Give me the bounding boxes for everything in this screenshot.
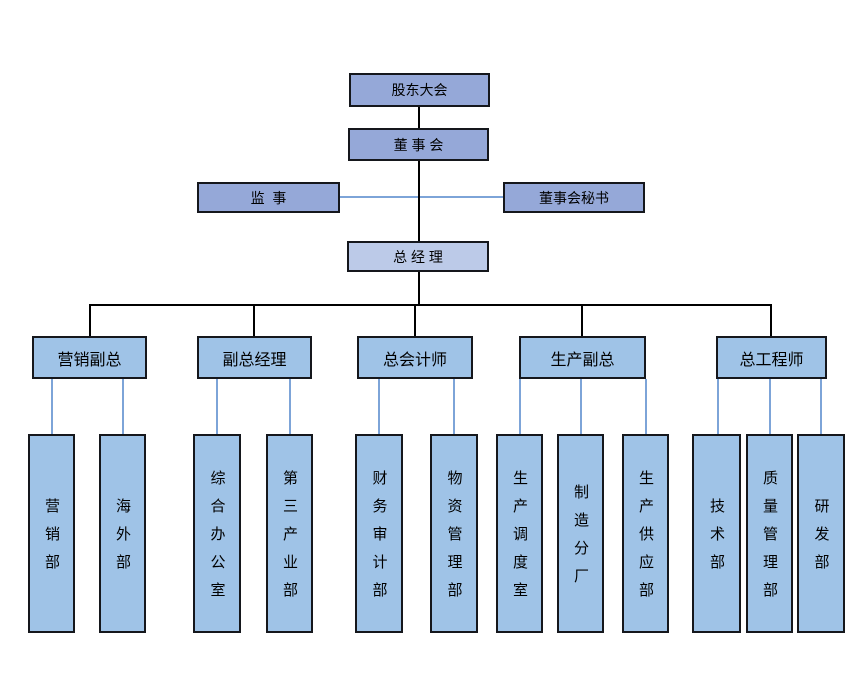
org-node-marketing-vp: 营销副总 <box>32 336 147 379</box>
connector-mgr-dept <box>769 379 771 434</box>
connector-mgr-dept <box>580 379 582 434</box>
org-node-tertiary-industry-dept: 第三产业部 <box>266 434 313 633</box>
node-label: 总会计师 <box>382 351 447 369</box>
org-node-general-manager: 总 经 理 <box>347 241 489 272</box>
connector-shareholders-board <box>418 107 420 128</box>
org-node-general-office: 综合办公室 <box>193 434 241 633</box>
node-label: 副总经理 <box>222 351 287 369</box>
org-node-manufacturing-branch: 制造分厂 <box>557 434 604 633</box>
connector-mgr-dept <box>717 379 719 434</box>
node-label: 董事会秘书 <box>539 189 609 206</box>
node-label: 制造分厂 <box>572 484 589 596</box>
node-label: 研发部 <box>812 498 830 582</box>
connector-bus-manager <box>414 305 416 336</box>
connector-mgr-dept <box>51 379 53 434</box>
org-node-deputy-general-manager: 副总经理 <box>197 336 312 379</box>
connector-mgr-dept <box>820 379 822 434</box>
org-node-finance-audit-dept: 财务审计部 <box>355 434 403 633</box>
org-node-rnd-dept: 研发部 <box>797 434 845 633</box>
connector-mgr-dept <box>519 379 521 434</box>
node-label: 生产副总 <box>550 351 615 369</box>
node-label: 股东大会 <box>391 82 448 98</box>
node-label: 总工程师 <box>739 351 804 369</box>
node-label: 质量管理部 <box>761 470 778 610</box>
org-node-production-vp: 生产副总 <box>519 336 646 379</box>
connector-mgr-dept <box>378 379 380 434</box>
node-label: 生产调度室 <box>511 470 528 610</box>
org-node-quality-management-dept: 质量管理部 <box>746 434 793 633</box>
connector-bus-manager <box>89 305 91 336</box>
org-node-board-secretary: 董事会秘书 <box>503 182 645 213</box>
node-label: 营销部 <box>43 498 60 582</box>
org-node-chief-engineer: 总工程师 <box>716 336 827 379</box>
connector-bus-manager <box>581 305 583 336</box>
node-label: 海外部 <box>114 498 131 582</box>
connector-gm-trunk <box>418 272 420 306</box>
node-label: 生产供应部 <box>637 470 654 610</box>
node-label: 董 事 会 <box>393 136 444 153</box>
node-label: 监 事 <box>250 189 287 206</box>
org-node-overseas-dept: 海外部 <box>99 434 146 633</box>
node-label: 技术部 <box>708 498 725 582</box>
org-node-technology-dept: 技术部 <box>692 434 741 633</box>
node-label: 第三产业部 <box>281 470 298 610</box>
connector-bus-manager <box>253 305 255 336</box>
node-label: 总 经 理 <box>393 248 443 265</box>
node-label: 营销副总 <box>57 351 122 369</box>
org-node-materials-management-dept: 物资管理部 <box>430 434 478 633</box>
org-node-supervisor: 监 事 <box>197 182 340 213</box>
connector-board-gm <box>418 161 420 241</box>
org-node-board-of-directors: 董 事 会 <box>348 128 489 161</box>
org-node-shareholders-meeting: 股东大会 <box>349 73 490 107</box>
connector-bus-manager <box>770 305 772 336</box>
connector-mgr-dept <box>122 379 124 434</box>
node-label: 财务审计部 <box>370 470 388 610</box>
connector-mgr-dept <box>216 379 218 434</box>
org-node-production-supply-dept: 生产供应部 <box>622 434 669 633</box>
connector-manager-bus <box>89 304 772 306</box>
connector-mgr-dept <box>289 379 291 434</box>
connector-mgr-dept <box>645 379 647 434</box>
node-label: 物资管理部 <box>445 470 463 610</box>
org-node-chief-accountant: 总会计师 <box>357 336 473 379</box>
connector-supervisor-secretary <box>340 196 503 198</box>
connector-mgr-dept <box>453 379 455 434</box>
org-node-marketing-dept: 营销部 <box>28 434 75 633</box>
node-label: 综合办公室 <box>208 470 226 610</box>
org-node-production-dispatch-office: 生产调度室 <box>496 434 543 633</box>
